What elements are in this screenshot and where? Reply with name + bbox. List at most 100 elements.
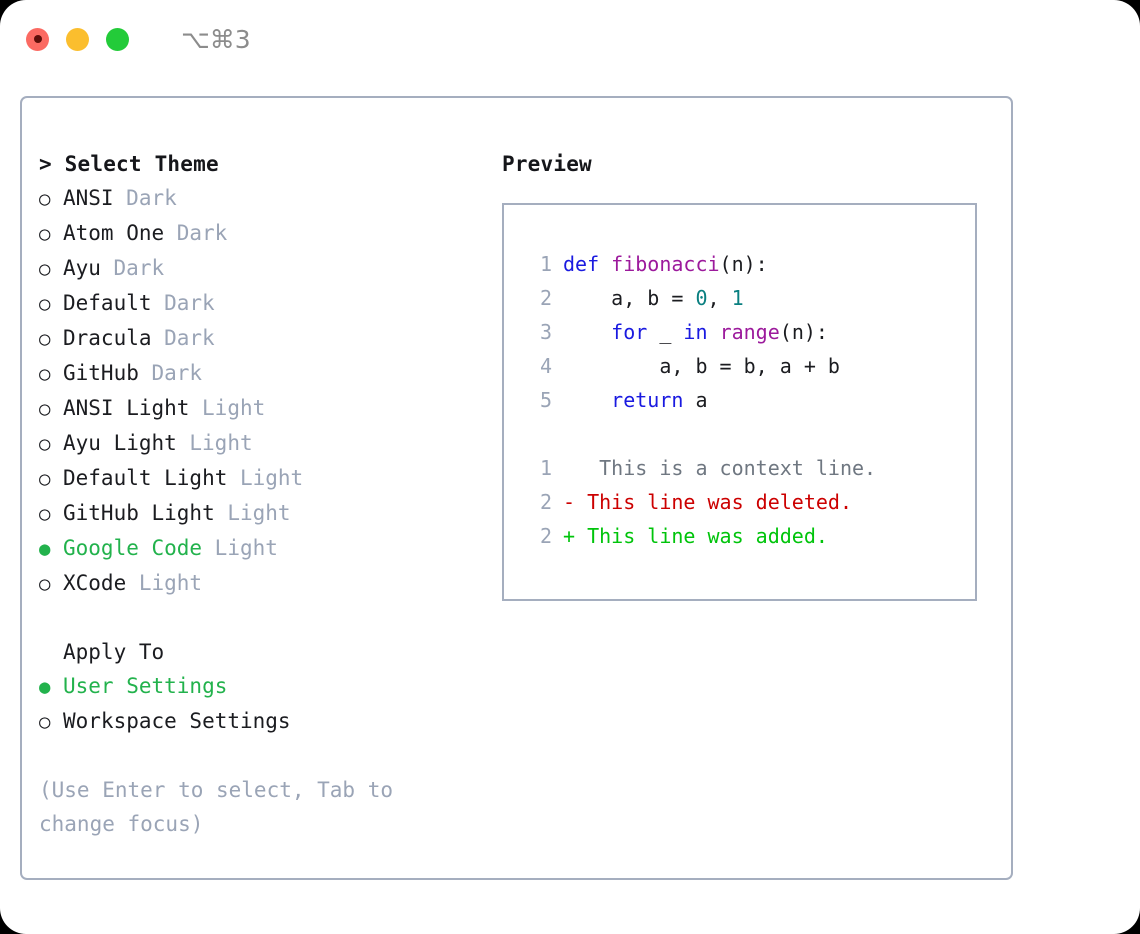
theme-option-3[interactable]: ○ Default Dark [39, 286, 499, 321]
radio-unselected-icon: ○ [39, 711, 51, 733]
theme-option-label: Dracula [63, 326, 152, 350]
apply-option-0[interactable]: ● User Settings [39, 669, 499, 704]
theme-option-variant: Light [189, 431, 253, 455]
theme-option-variant: Light [214, 536, 278, 560]
radio-unselected-icon: ○ [39, 223, 51, 245]
apply-option-label: Workspace Settings [63, 709, 291, 733]
theme-option-label: Atom One [63, 221, 165, 245]
code-text: a, b = 0, 1 [563, 281, 743, 315]
token-plain: a, b = [563, 286, 696, 310]
radio-unselected-icon: ○ [39, 398, 51, 420]
code-line: 2 a, b = 0, 1 [522, 281, 975, 315]
code-line: 4 a, b = b, a + b [522, 349, 975, 383]
token-kw: return [611, 388, 684, 412]
diff-sample: 1 This is a context line. 2 - This line wa… [522, 451, 975, 553]
theme-option-7[interactable]: ○ Ayu Light Light [39, 426, 499, 461]
minimize-button-icon[interactable] [66, 27, 89, 51]
apply-option-1[interactable]: ○ Workspace Settings [39, 704, 499, 739]
theme-option-variant: Dark [176, 221, 228, 245]
radio-unselected-icon: ○ [39, 258, 51, 280]
code-text: return a [563, 383, 708, 417]
theme-option-label: XCode [63, 571, 127, 595]
line-number: 1 [539, 252, 552, 276]
theme-option-label: ANSI [63, 186, 114, 210]
radio-unselected-icon: ○ [39, 468, 51, 490]
token-plain: _ [647, 320, 684, 344]
theme-option-variant: Light [239, 466, 304, 490]
token-plain [563, 388, 611, 412]
apply-to-option-list[interactable]: ● User Settings ○ Workspace Settings [39, 669, 499, 739]
theme-option-label: Default Light [63, 466, 228, 490]
code-text: a, b = b, a + b [563, 349, 840, 383]
radio-unselected-icon: ○ [39, 328, 51, 350]
line-number: 1 [539, 456, 552, 480]
diff-line-context: 1 This is a context line. [522, 451, 975, 485]
title-bar: ⌥⌘3 [0, 0, 1140, 78]
theme-option-label: GitHub Light [63, 501, 215, 525]
close-button-icon[interactable] [26, 27, 49, 51]
theme-option-1[interactable]: ○ Atom One Dark [39, 216, 499, 251]
radio-unselected-icon: ○ [39, 503, 51, 525]
token-plain: (n): [779, 320, 828, 344]
token-plain: (n): [719, 252, 768, 276]
theme-option-variant: Light [202, 396, 266, 420]
theme-option-label: Ayu [63, 256, 101, 280]
diff-text: + This line was added. [563, 524, 828, 548]
token-plain: a, b = b, a + b [563, 354, 840, 378]
line-number: 4 [539, 354, 552, 378]
theme-option-2[interactable]: ○ Ayu Dark [39, 251, 499, 286]
theme-option-variant: Dark [164, 291, 215, 315]
token-plain [708, 320, 720, 344]
token-num: 0 [695, 286, 708, 310]
radio-unselected-icon: ○ [39, 363, 51, 385]
theme-option-label: Google Code [63, 536, 203, 560]
radio-unselected-icon: ○ [39, 573, 51, 595]
theme-option-label: Ayu Light [63, 431, 177, 455]
line-number: 2 [539, 524, 552, 548]
apply-option-label: User Settings [63, 674, 228, 698]
apply-to-header: Apply To [63, 640, 165, 664]
radio-unselected-icon: ○ [39, 433, 51, 455]
theme-option-variant: Dark [151, 361, 203, 385]
zoom-button-icon[interactable] [106, 27, 129, 51]
radio-unselected-icon: ○ [39, 188, 51, 210]
diff-text: - This line was deleted. [563, 490, 852, 514]
theme-option-variant: Dark [126, 186, 177, 210]
token-plain [563, 320, 611, 344]
token-plain: a [683, 388, 708, 412]
theme-option-5[interactable]: ○ GitHub Dark [39, 356, 499, 391]
line-number: 5 [539, 388, 552, 412]
select-theme-header: > Select Theme [39, 152, 219, 176]
code-line: 3 for _ in range(n): [522, 315, 975, 349]
radio-unselected-icon: ○ [39, 293, 51, 315]
radio-selected-icon: ● [39, 676, 51, 698]
code-line: 5 return a [522, 383, 975, 417]
theme-option-0[interactable]: ○ ANSI Dark [39, 181, 499, 216]
theme-option-label: GitHub [63, 361, 139, 385]
theme-option-label: Default [63, 291, 152, 315]
line-number: 2 [539, 490, 552, 514]
diff-line-added: 2 + This line was added. [522, 519, 975, 553]
token-kw: def [563, 252, 612, 276]
token-kw: in [683, 320, 708, 344]
theme-option-8[interactable]: ○ Default Light Light [39, 461, 499, 496]
theme-option-6[interactable]: ○ ANSI Light Light [39, 391, 499, 426]
token-kw: for [611, 320, 648, 344]
theme-option-label: ANSI Light [63, 396, 190, 420]
window-controls [26, 27, 129, 51]
line-number: 2 [539, 286, 552, 310]
theme-option-variant: Dark [113, 256, 165, 280]
keyboard-hint-text: (Use Enter to select, Tab to change focu… [39, 778, 406, 836]
diff-text: This is a context line. [563, 456, 877, 480]
token-fn: range [719, 320, 780, 344]
